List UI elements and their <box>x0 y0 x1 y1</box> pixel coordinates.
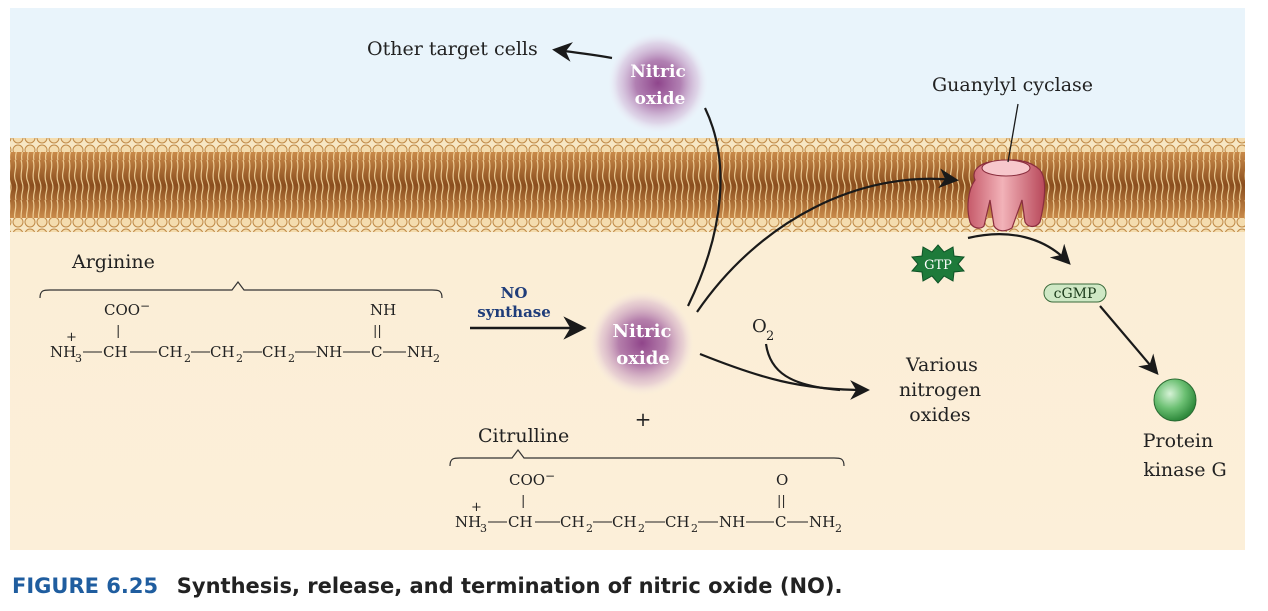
svg-text:NH: NH <box>370 301 396 319</box>
oxides-label: oxides <box>909 404 970 426</box>
svg-text:CH: CH <box>508 513 533 531</box>
svg-text:NH: NH <box>316 343 342 361</box>
arrow-to-cgmp <box>967 233 1071 265</box>
center-nitric-label: Nitric <box>613 321 672 342</box>
nitric-oxide-glow-center <box>590 291 694 395</box>
svg-text:||: || <box>777 494 786 509</box>
guanylyl-cyclase-protein <box>967 159 1046 232</box>
svg-text:2: 2 <box>433 352 440 365</box>
arrow-to-other-target-cells <box>552 42 613 62</box>
various-label: Various <box>905 354 978 376</box>
citrulline-label: Citrulline <box>478 425 569 447</box>
svg-text:CH: CH <box>612 513 637 531</box>
synthase-label: synthase <box>477 303 551 321</box>
svg-text:NH: NH <box>407 343 433 361</box>
figure-title: Synthesis, release, and termination of n… <box>177 574 843 598</box>
cell-membrane <box>10 138 1245 232</box>
arrow-to-protein-kinase-g <box>1099 305 1159 376</box>
figure-number: FIGURE 6.25 <box>12 574 158 598</box>
svg-text:2: 2 <box>835 522 842 535</box>
svg-text:2: 2 <box>586 522 593 535</box>
cyclase-pointer <box>1007 103 1019 163</box>
o2-label: O <box>752 316 767 337</box>
figure-caption: FIGURE 6.25 Synthesis, release, and term… <box>12 574 842 598</box>
svg-text:2: 2 <box>236 352 243 365</box>
cgmp-badge: cGMP <box>1043 283 1107 303</box>
svg-text:NH: NH <box>455 513 481 531</box>
svg-text:CH: CH <box>665 513 690 531</box>
arginine-label: Arginine <box>71 251 155 273</box>
svg-text:||: || <box>373 324 382 339</box>
svg-text:CH: CH <box>210 343 235 361</box>
svg-text:+: + <box>471 500 482 515</box>
no-label: NO <box>501 284 528 302</box>
nitric-oxide-glow-top <box>608 33 708 133</box>
top-nitric-label: Nitric <box>630 62 686 82</box>
cgmp-label: cGMP <box>1054 286 1097 302</box>
svg-text:3: 3 <box>75 352 82 365</box>
svg-text:NH: NH <box>719 513 745 531</box>
svg-text:−: − <box>140 299 150 313</box>
svg-text:3: 3 <box>480 522 487 535</box>
svg-text:|: | <box>116 324 120 339</box>
nitrogen-label: nitrogen <box>899 379 981 401</box>
svg-text:CH: CH <box>560 513 585 531</box>
svg-text:|: | <box>521 494 525 509</box>
arrows <box>470 42 1159 400</box>
svg-text:C: C <box>775 513 786 531</box>
diffusion-line <box>687 107 722 307</box>
svg-text:−: − <box>545 469 555 483</box>
protein-label: Protein <box>1143 430 1214 452</box>
arginine-bracket <box>39 281 443 299</box>
top-oxide-label: oxide <box>635 89 686 109</box>
plus-sign: + <box>635 407 652 431</box>
svg-text:C: C <box>371 343 382 361</box>
arrow-to-guanylyl-cyclase <box>696 168 959 313</box>
o2-subscript: 2 <box>766 329 774 344</box>
citrulline-bracket <box>449 449 845 467</box>
svg-text:2: 2 <box>691 522 698 535</box>
protein-kinase-g-sphere <box>1153 378 1197 422</box>
svg-text:NH: NH <box>809 513 835 531</box>
svg-text:COO: COO <box>509 471 545 489</box>
svg-text:+: + <box>66 330 77 345</box>
arrow-to-nitrogen-oxides <box>699 352 870 400</box>
guanylyl-cyclase-label: Guanylyl cyclase <box>932 74 1093 96</box>
arginine-structure: COO − | NH || + NH 3 CH CH 2 CH 2 CH 2 N… <box>50 299 440 365</box>
svg-text:2: 2 <box>638 522 645 535</box>
svg-text:NH: NH <box>50 343 76 361</box>
svg-text:2: 2 <box>184 352 191 365</box>
o2-curve <box>764 343 841 392</box>
svg-text:2: 2 <box>288 352 295 365</box>
gtp-badge: GTP <box>910 244 966 284</box>
svg-text:O: O <box>776 471 788 489</box>
svg-text:CH: CH <box>103 343 128 361</box>
other-target-cells-label: Other target cells <box>367 38 538 60</box>
svg-text:CH: CH <box>262 343 287 361</box>
gtp-label: GTP <box>924 258 952 273</box>
citrulline-structure: COO − | O || + NH 3 CH CH 2 CH 2 CH 2 NH… <box>455 469 842 535</box>
center-oxide-label: oxide <box>616 348 670 369</box>
svg-text:CH: CH <box>158 343 183 361</box>
svg-text:COO: COO <box>104 301 140 319</box>
kinase-g-label: kinase G <box>1143 459 1226 481</box>
